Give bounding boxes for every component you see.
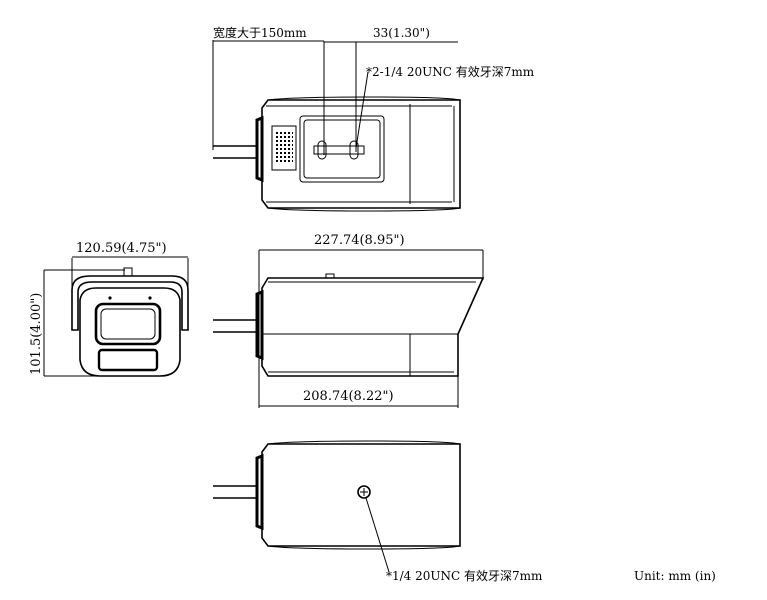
mount-slot-right	[349, 140, 359, 160]
ir-window	[97, 348, 159, 372]
cable	[213, 145, 256, 159]
body-top-edge	[267, 96, 461, 101]
mount-thread-label: *2-1/4 20UNC 有效牙深7mm	[366, 64, 535, 79]
mount-bar	[313, 145, 365, 155]
side-top-screw	[325, 273, 335, 279]
lens-window	[94, 302, 162, 346]
connector-grid	[275, 132, 293, 162]
sunshield	[71, 275, 189, 331]
mount-spacing-label: 33(1.30")	[373, 26, 430, 40]
mount-plate	[299, 115, 385, 183]
indicator-right	[148, 296, 152, 300]
bottom-top-edge	[267, 440, 461, 445]
body-groove-lines	[266, 105, 452, 203]
camera-front-body	[79, 287, 181, 377]
unit-note: Unit: mm (in)	[634, 569, 716, 583]
connector-panel	[271, 125, 297, 171]
tripod-screw-cross	[360, 488, 368, 496]
side-view: 227.74(8.95") 208.74(8.22")	[213, 233, 485, 408]
front-width-label: 120.59(4.75")	[76, 241, 167, 256]
camera-body-side	[261, 277, 485, 377]
bottom-thread-label: *1/4 20UNC 有效牙深7mm	[386, 568, 543, 583]
bottom-view: *1/4 20UNC 有效牙深7mm	[213, 440, 543, 583]
top-view: 宽度大于150mm 33(1.30") *2-1/4 20UNC 有效牙深7mm	[212, 25, 535, 212]
lens-window-inner	[100, 308, 156, 340]
total-length-label: 227.74(8.95")	[314, 233, 405, 248]
top-screw	[123, 267, 133, 277]
bottom-cable	[213, 485, 256, 499]
mount-thread-leader	[355, 71, 369, 149]
front-height-label: 101.5(4.00")	[29, 293, 44, 375]
side-cable	[213, 319, 256, 333]
front-view: 120.59(4.75") 101.5(4.00")	[29, 241, 189, 377]
mount-plate-inner	[303, 119, 381, 179]
clearance-label: 宽度大于150mm	[213, 25, 307, 40]
bottom-thread-leader	[365, 497, 390, 573]
indicator-left	[108, 296, 112, 300]
body-bottom-edge	[267, 207, 461, 212]
mount-slot-left	[317, 140, 327, 160]
bottom-lower-edge	[267, 545, 461, 550]
body-length-label: 208.74(8.22")	[303, 389, 394, 404]
